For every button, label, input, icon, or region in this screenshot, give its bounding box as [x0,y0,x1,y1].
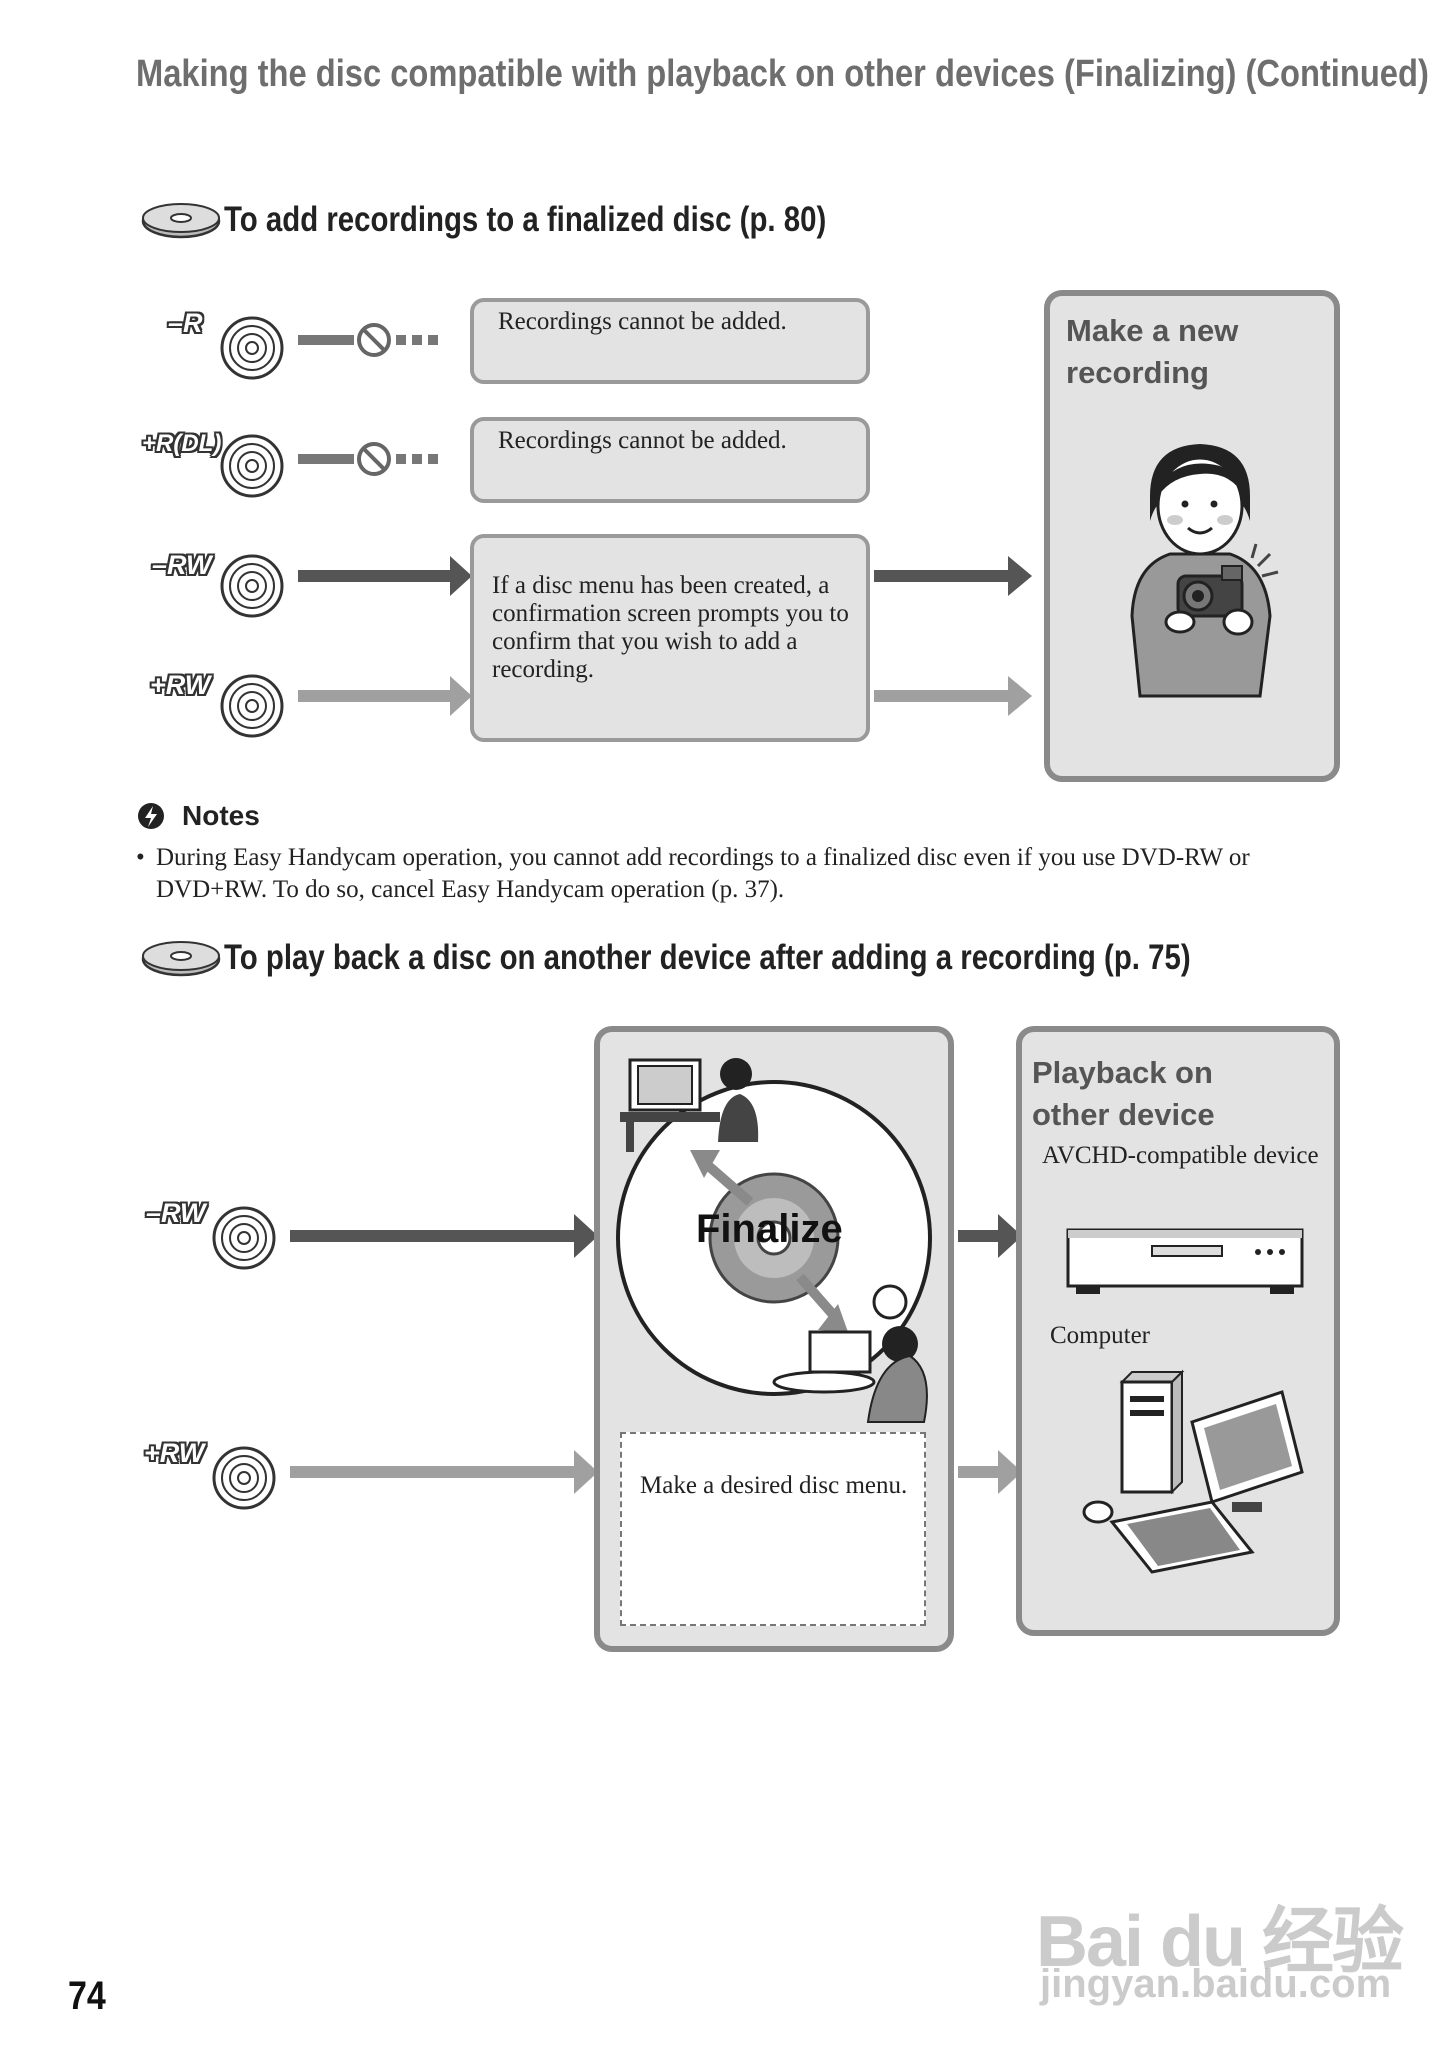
watermark-brand: Bai du 经验 [1036,1902,1404,1982]
disc-label: +R(DL) [142,430,222,457]
dvd-player-icon [1066,1228,1304,1294]
disc-minus-rw: –RW [140,544,290,624]
computer-icon [1082,1369,1304,1574]
disc-heading-icon [141,940,221,977]
disc-menu-text: Make a desired disc menu. [640,1472,908,1499]
disc-label: –R [168,308,203,338]
watermark-url: jingyan.baidu.com [1040,1962,1392,2006]
disc-icon [220,554,284,618]
disc-menu-text: If a disc menu has been created, a confi… [492,572,849,683]
section1-heading: To add recordings to a finalized disc (p… [224,200,827,239]
disc-label: –RW [146,1198,206,1228]
list-item: • During Easy Handycam operation, you ca… [136,842,1316,906]
notes-title: Notes [182,800,260,831]
disc-label: –RW [152,550,212,580]
notes-list: • During Easy Handycam operation, you ca… [136,842,1316,906]
to-panel-arrows [874,556,1032,716]
disc-label: +RW [144,1438,205,1468]
finalize-diagram [616,1058,932,1423]
note-text: During Easy Handycam operation, you cann… [156,844,1250,903]
cannot-add-box-1: Recordings cannot be added. [470,298,870,384]
section2-heading: To play back a disc on another device af… [224,938,1191,977]
page-number: 74 [68,1974,106,2018]
disc-menu-box: Make a desired disc menu. [620,1432,926,1626]
disc-icon [220,316,284,380]
finalize-label: Finalize [696,1207,843,1251]
disc-minus-r: –R [150,304,290,384]
computer-label: Computer [1050,1322,1150,1349]
disc-plus-rw: +RW [140,664,290,744]
cannot-add-text-2: Recordings cannot be added. [498,427,787,454]
finalize-panel: Finalize Make a desired disc menu. [594,1026,954,1652]
section1-connectors [298,323,472,716]
section2-arrows [290,1214,598,1494]
to-playback-arrows [958,1214,1022,1494]
bullet: • [136,844,145,871]
page-title: Making the disc compatible with playback… [136,53,1429,95]
disc-icon [212,1206,276,1270]
disc-menu-box: If a disc menu has been created, a confi… [470,534,870,742]
caution-icon [138,803,164,829]
disc-plus-r-dl: +R(DL) [140,424,290,504]
person-camcorder-illustration [1130,444,1279,698]
new-recording-panel: Make a new recording [1044,290,1340,782]
disc-minus-rw-2: –RW [140,1196,290,1276]
playback-title: Playback on other device [1032,1055,1215,1132]
new-recording-title: Make a new recording [1066,313,1239,390]
playback-panel: Playback on other device AVCHD-compatibl… [1016,1026,1340,1636]
disc-icon [220,434,284,498]
cannot-add-text-1: Recordings cannot be added. [498,308,787,335]
disc-icon [220,674,284,738]
disc-plus-rw-2: +RW [140,1436,290,1516]
cannot-add-box-2: Recordings cannot be added. [470,417,870,503]
disc-icon [212,1446,276,1510]
disc-heading-icon [141,202,221,239]
disc-label: +RW [150,670,211,700]
avchd-device-label: AVCHD-compatible device [1042,1142,1319,1169]
